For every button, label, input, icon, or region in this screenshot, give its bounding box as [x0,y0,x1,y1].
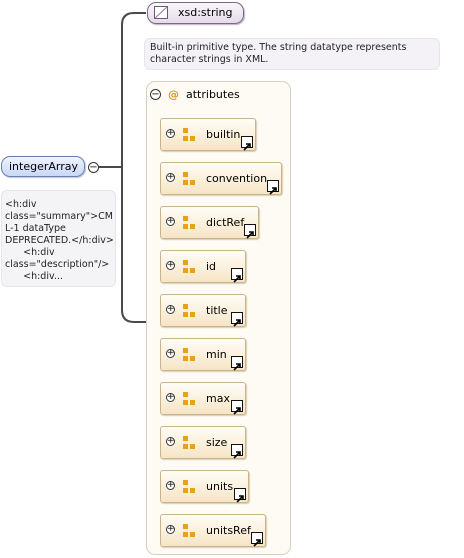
expand-toggle-icon[interactable]: + [166,216,175,226]
attribute-max[interactable]: + max [160,382,246,415]
attribute-label: dictRef [206,216,245,229]
type-name: xsd:string [178,6,233,19]
attribute-icon [183,172,197,186]
attribute-icon [183,216,197,230]
attribute-unitsref[interactable]: + unitsRef [160,514,266,547]
external-link-icon[interactable] [231,312,243,327]
expand-toggle-icon[interactable]: + [166,436,175,446]
external-link-icon[interactable] [231,268,243,283]
attribute-label: convention [206,172,268,185]
attribute-min[interactable]: + min [160,338,246,371]
expand-toggle-icon[interactable]: + [166,524,175,534]
attribute-icon [183,304,197,318]
attribute-icon [183,480,197,494]
attribute-label: min [206,348,227,361]
attribute-builtin[interactable]: + builtin [160,118,256,151]
attribute-label: title [206,304,228,317]
attribute-dictref[interactable]: + dictRef [160,206,259,239]
attribute-id[interactable]: + id [160,250,246,283]
simple-type-icon [154,6,168,19]
collapse-attributes-toggle-icon[interactable]: − [150,89,161,100]
attribute-size[interactable]: + size [160,426,246,459]
expand-toggle-icon[interactable]: + [166,260,175,270]
attribute-icon [183,260,197,274]
attribute-convention[interactable]: + convention [160,162,282,195]
external-link-icon[interactable] [231,400,243,415]
attribute-units[interactable]: + units [160,470,249,503]
attribute-label: units [206,480,234,493]
external-link-icon[interactable] [231,444,243,459]
root-element-node[interactable]: integerArray [1,156,85,177]
attributes-header: attributes [186,88,240,101]
attribute-icon [183,524,197,538]
attribute-icon [183,348,197,362]
type-description: Built-in primitive type. The string data… [144,38,440,70]
expand-toggle-icon[interactable]: + [166,392,175,402]
expand-toggle-icon[interactable]: + [166,128,175,138]
type-node[interactable]: xsd:string [147,2,244,24]
expand-toggle-icon[interactable]: + [166,304,175,314]
attribute-icon [183,392,197,406]
root-element-description: <h:div class="summary">CM L-1 dataType D… [1,190,116,287]
expand-toggle-icon[interactable]: + [166,348,175,358]
external-link-icon[interactable] [267,180,279,195]
external-link-icon[interactable] [244,224,256,239]
external-link-icon[interactable] [231,356,243,371]
collapse-root-toggle-icon[interactable]: − [88,162,99,173]
expand-toggle-icon[interactable]: + [166,480,175,490]
external-link-icon[interactable] [251,532,263,547]
expand-toggle-icon[interactable]: + [166,172,175,182]
attribute-label: builtin [206,128,241,141]
external-link-icon[interactable] [234,488,246,503]
attribute-at-icon: @ [168,88,179,101]
root-element-name: integerArray [9,160,79,173]
external-link-icon[interactable] [241,136,253,151]
attribute-label: unitsRef [206,524,251,537]
attribute-icon [183,436,197,450]
attribute-label: id [206,260,217,273]
attribute-title[interactable]: + title [160,294,246,327]
attribute-icon [183,128,197,142]
attribute-label: size [206,436,228,449]
attribute-label: max [206,392,230,405]
